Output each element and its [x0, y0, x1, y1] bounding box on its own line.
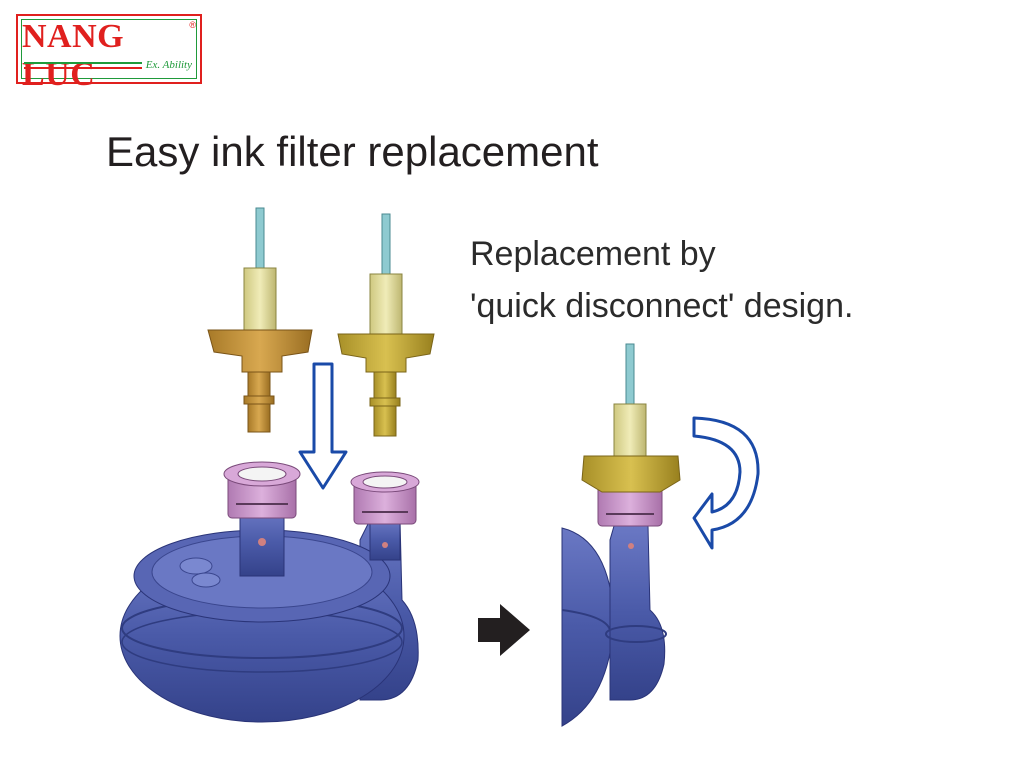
logo-underline-red [24, 67, 142, 69]
ink-filter-tan [207, 207, 313, 433]
caption-line-1: Replacement by [470, 235, 716, 273]
caption-line-2: 'quick disconnect' design. [470, 287, 854, 325]
next-step-arrow-icon [478, 604, 530, 656]
logo-tagline: Ex. Ability [145, 59, 192, 71]
insert-down-arrow-icon [298, 362, 348, 490]
rotate-arrow-icon [692, 416, 760, 550]
brand-logo: NANG LUC ® Ex. Ability [16, 14, 202, 93]
logo-frame [21, 19, 197, 79]
ink-filter-installed [581, 343, 681, 493]
ink-tank-left [119, 509, 419, 723]
logo-underline-green [24, 62, 142, 64]
connector-left-2 [350, 471, 420, 525]
connector-left-1 [223, 461, 301, 519]
ink-tank-right [561, 525, 667, 727]
ink-filter-gold [337, 213, 435, 437]
replacement-caption: Replacement by 'quick disconnect' design… [470, 228, 853, 332]
page-title: Easy ink filter replacement [106, 128, 599, 175]
logo-registered-mark: ® [189, 20, 196, 30]
